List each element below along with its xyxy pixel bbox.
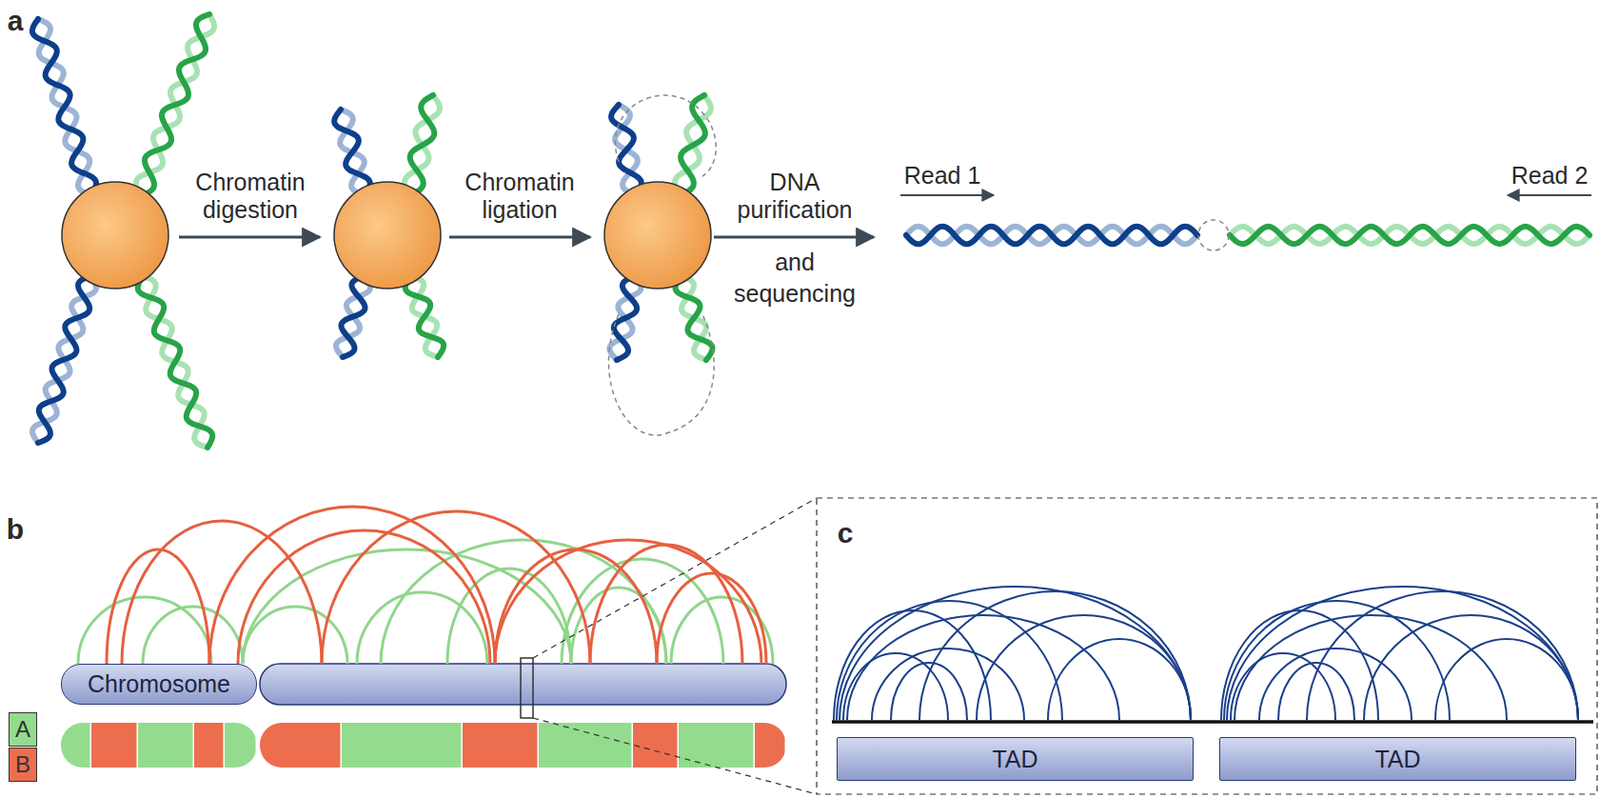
nucleosome-circles bbox=[61, 181, 712, 289]
dna-helices bbox=[32, 14, 1590, 448]
contact-arc bbox=[1234, 614, 1507, 720]
step-label: Read 2 bbox=[1511, 161, 1589, 190]
step-label: sequencing bbox=[733, 279, 856, 308]
compartment-bar bbox=[60, 722, 786, 768]
dna-strand bbox=[32, 276, 97, 443]
dna-strand bbox=[38, 276, 91, 443]
legend-label: B bbox=[15, 750, 31, 778]
contact-arc bbox=[1306, 591, 1579, 720]
panel-letter: a bbox=[7, 4, 24, 39]
compartment-segment bbox=[754, 722, 786, 768]
compartment-segment bbox=[60, 722, 91, 768]
dna-strand bbox=[906, 226, 1198, 245]
contact-arc bbox=[494, 539, 762, 664]
contact-arc bbox=[847, 614, 1120, 720]
compartment-segment bbox=[632, 722, 678, 768]
step-label: DNA purification bbox=[713, 168, 876, 224]
step-label: Chromatin ligation bbox=[448, 168, 592, 224]
contact-arc bbox=[209, 506, 495, 664]
nucleosome bbox=[61, 181, 169, 289]
compartment-segment bbox=[538, 722, 633, 768]
contact-arc bbox=[1221, 610, 1379, 720]
contact-arc bbox=[871, 648, 1025, 720]
contact-arc bbox=[1363, 614, 1579, 720]
contact-arc bbox=[656, 572, 767, 664]
dna-strand bbox=[1229, 226, 1590, 244]
contact-arc bbox=[1047, 638, 1191, 720]
dna-strand bbox=[680, 95, 706, 196]
contact-arc bbox=[242, 549, 572, 664]
contact-arc bbox=[494, 549, 657, 664]
compartment-segment bbox=[341, 722, 462, 768]
contact-arc bbox=[1278, 662, 1355, 720]
dna-strand bbox=[140, 14, 210, 196]
step-label: and bbox=[774, 248, 815, 277]
legend-label: A bbox=[15, 715, 31, 743]
contact-arcs bbox=[78, 506, 773, 664]
contact-arc bbox=[833, 610, 991, 720]
contact-arc bbox=[590, 544, 743, 664]
dna-strand bbox=[138, 276, 213, 448]
compartment-segment bbox=[259, 722, 341, 768]
compartment-segment bbox=[138, 722, 194, 768]
compartment-segment bbox=[678, 722, 754, 768]
dna-strand bbox=[1229, 226, 1590, 244]
dna-strand bbox=[674, 95, 712, 196]
dna-strand bbox=[334, 109, 371, 196]
contact-arc bbox=[380, 539, 667, 664]
dna-strand bbox=[136, 14, 215, 196]
dna-strand bbox=[405, 276, 444, 357]
dna-strand bbox=[675, 276, 713, 360]
legend-swatch: A bbox=[8, 711, 38, 747]
zoom-guides bbox=[520, 497, 1598, 794]
contact-arc bbox=[890, 662, 968, 720]
chromosome-right-arm bbox=[259, 663, 787, 705]
contact-arc bbox=[142, 606, 243, 664]
dna-strand bbox=[609, 276, 641, 360]
compartment-segment bbox=[462, 722, 538, 768]
step-label: Read 1 bbox=[904, 161, 982, 190]
panel-letter: c bbox=[837, 516, 854, 551]
dna-strand bbox=[340, 276, 365, 357]
contact-arc bbox=[976, 614, 1191, 720]
chromosome-bar: Chromosome bbox=[60, 663, 257, 705]
dna-strand bbox=[906, 226, 1198, 245]
contact-arc bbox=[1259, 648, 1412, 720]
dna-strand bbox=[404, 95, 440, 196]
bar-label: TAD bbox=[1374, 745, 1421, 773]
ligation-loops bbox=[609, 95, 1229, 435]
dna-strand bbox=[32, 19, 97, 196]
genome-line bbox=[831, 719, 1594, 724]
tad-arcs bbox=[833, 586, 1579, 720]
dna-strand bbox=[410, 95, 435, 196]
contact-arc bbox=[237, 530, 491, 664]
compartment-segment bbox=[91, 722, 138, 768]
contact-arc bbox=[356, 592, 488, 664]
compartment-segment bbox=[224, 722, 257, 768]
contact-arc bbox=[321, 511, 591, 664]
compartment-segment bbox=[194, 722, 224, 768]
contact-arc bbox=[1435, 638, 1579, 720]
step-label: Chromatin digestion bbox=[178, 168, 322, 224]
contact-arc bbox=[1226, 586, 1579, 720]
dna-strand bbox=[335, 276, 371, 357]
contact-arc bbox=[919, 591, 1191, 720]
nucleosome bbox=[334, 181, 441, 289]
panel-letter: b bbox=[6, 513, 24, 547]
contact-arc bbox=[121, 520, 322, 664]
bar-label: Chromosome bbox=[87, 670, 231, 698]
tad-bar: TAD bbox=[836, 736, 1194, 781]
nucleosome bbox=[604, 181, 712, 289]
bar-label: TAD bbox=[991, 745, 1038, 773]
contact-arc bbox=[839, 586, 1191, 720]
legend-swatch: B bbox=[8, 747, 38, 782]
tad-bar: TAD bbox=[1219, 736, 1577, 781]
